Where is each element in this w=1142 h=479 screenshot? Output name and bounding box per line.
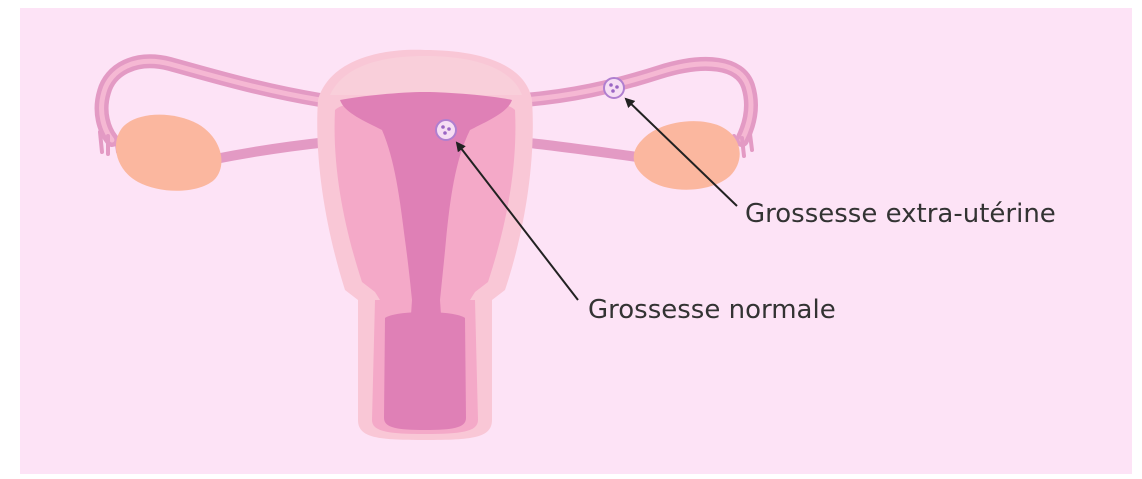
ectopic-label: Grossesse extra-utérine [745,199,1056,229]
normal-embryo [436,120,456,140]
ectopic-embryo [604,78,624,98]
background-panel [20,8,1132,474]
normal-label: Grossesse normale [588,295,836,325]
